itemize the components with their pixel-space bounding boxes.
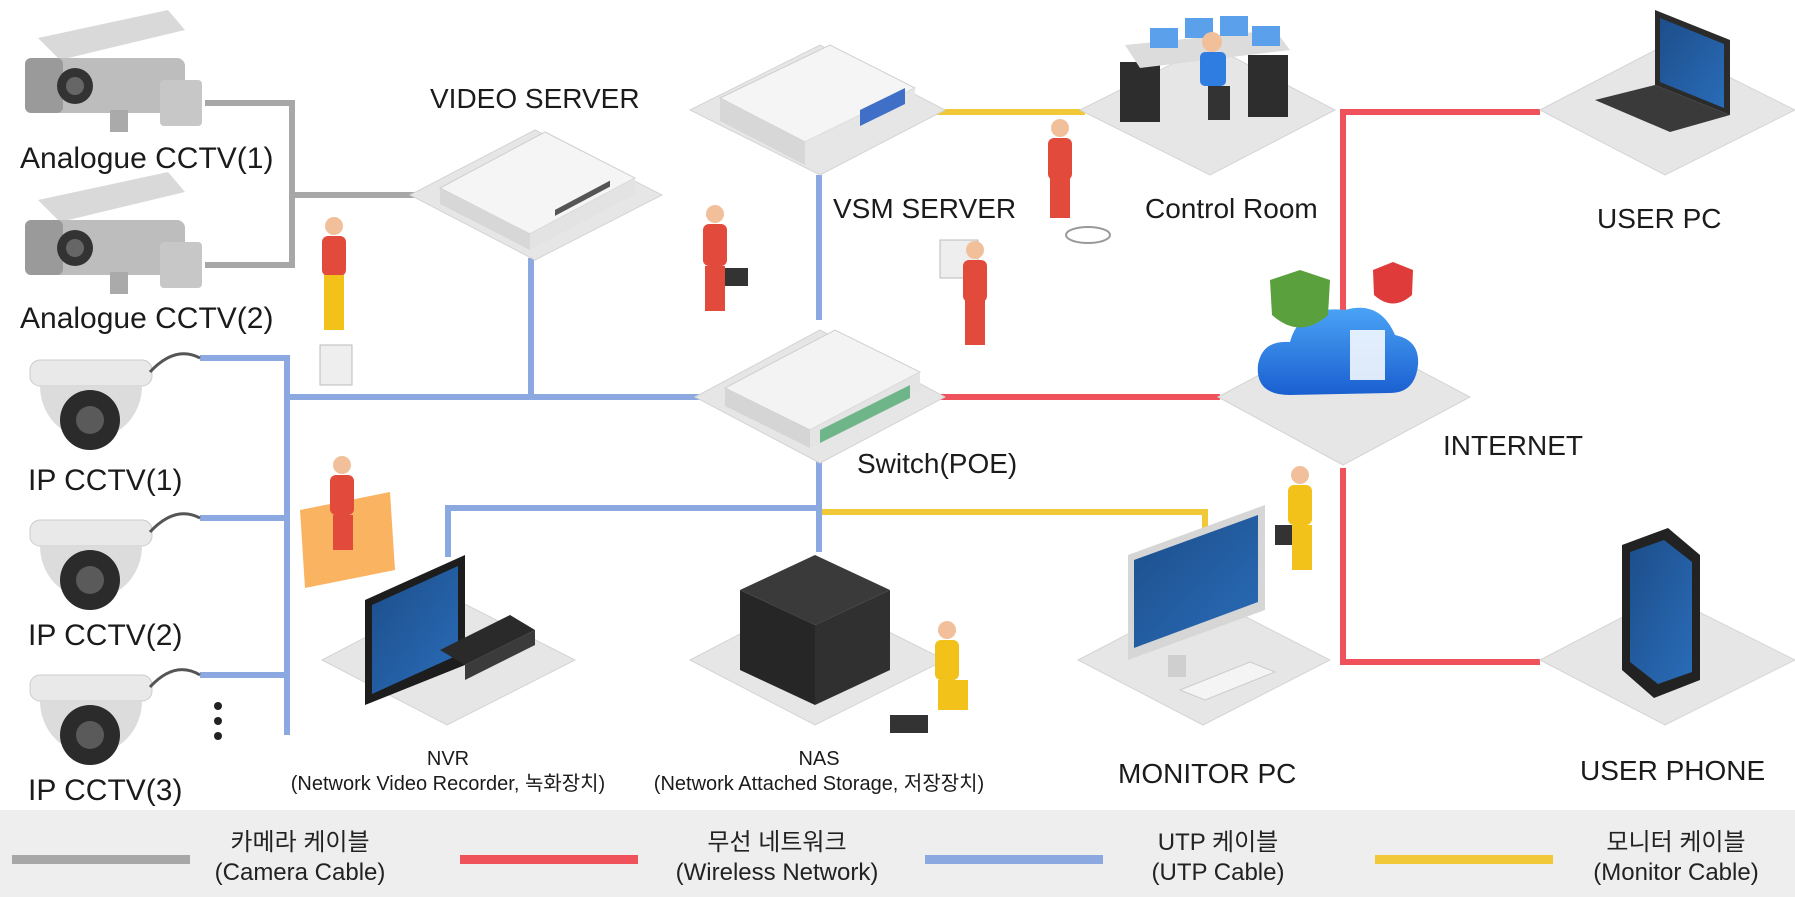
worker-icon xyxy=(1275,466,1312,570)
legend-title: 무선 네트워크 xyxy=(707,829,846,856)
utp-cables xyxy=(200,175,822,735)
legend-sub: (Camera Cable) xyxy=(215,859,386,886)
legend-item-wireless: 무선 네트워크 (Wireless Network) xyxy=(460,829,878,886)
label-ip-cctv-2: IP CCTV(2) xyxy=(28,619,182,652)
dome-camera-icon xyxy=(29,352,201,450)
dome-camera-icon xyxy=(29,512,201,610)
worker-icon xyxy=(319,217,353,386)
worker-icon xyxy=(703,205,748,311)
server-icon xyxy=(718,44,917,165)
legend-swatch xyxy=(460,855,638,864)
legend-swatch xyxy=(12,855,190,864)
server-icon xyxy=(438,131,637,250)
label-video-server: VIDEO SERVER xyxy=(430,83,640,114)
utp-trunk xyxy=(200,355,290,735)
label-analogue-cctv-1: Analogue CCTV(1) xyxy=(20,142,273,175)
wireless-user-pc xyxy=(1340,109,1540,330)
label-ip-cctv-3: IP CCTV(3) xyxy=(28,774,182,807)
wireless-user-phone xyxy=(1340,468,1540,665)
label-user-phone: USER PHONE xyxy=(1580,755,1765,786)
cloud-shield-icon xyxy=(1257,262,1419,395)
nas-icon xyxy=(740,555,890,705)
more-dots xyxy=(214,702,222,740)
dome-camera-icon xyxy=(29,668,201,765)
label-nas: NAS xyxy=(798,748,839,770)
legend-item-monitor-cable: 모니터 케이블 (Monitor Cable) xyxy=(1375,829,1759,886)
worker-icon xyxy=(939,239,987,345)
label-monitor-pc: MONITOR PC xyxy=(1118,758,1296,789)
label-vsm-server: VSM SERVER xyxy=(833,193,1016,224)
label-user-pc: USER PC xyxy=(1597,203,1721,234)
wireless-links xyxy=(940,109,1540,665)
legend-title: 카메라 케이블 xyxy=(230,829,369,856)
monitor-cable-monitor-pc xyxy=(822,509,1208,535)
worker-icon xyxy=(890,621,968,733)
label-internet: INTERNET xyxy=(1443,430,1583,461)
analogue-camera-icon xyxy=(25,10,202,132)
legend-item-camera-cable: 카메라 케이블 (Camera Cable) xyxy=(12,829,385,886)
switch-icon xyxy=(723,329,922,448)
camera-cable-analogue2 xyxy=(205,195,295,268)
label-nvr-desc: (Network Video Recorder, 녹화장치) xyxy=(291,772,605,795)
legend-sub: (Monitor Cable) xyxy=(1593,859,1758,886)
legend-item-utp: UTP 케이블 (UTP Cable) xyxy=(925,829,1284,886)
utp-nvr xyxy=(445,505,819,557)
legend: 카메라 케이블 (Camera Cable) 무선 네트워크 (Wireless… xyxy=(0,810,1795,897)
legend-sub: (Wireless Network) xyxy=(676,859,879,886)
analogue-camera-icon xyxy=(25,172,202,294)
legend-title: 모니터 케이블 xyxy=(1606,829,1745,856)
laptop-icon xyxy=(1595,10,1730,132)
camera-cable-analogue1 xyxy=(205,100,420,198)
legend-title: UTP 케이블 xyxy=(1158,829,1278,856)
label-nvr: NVR xyxy=(427,748,469,770)
nvr-icon xyxy=(365,555,535,705)
label-switch: Switch(POE) xyxy=(857,448,1017,479)
monitor-icon xyxy=(1128,505,1277,701)
legend-swatch xyxy=(925,855,1103,864)
label-ip-cctv-1: IP CCTV(1) xyxy=(28,464,182,497)
operator-icon xyxy=(1120,16,1290,122)
legend-sub: (UTP Cable) xyxy=(1152,859,1285,886)
legend-swatch xyxy=(1375,855,1553,864)
phone-icon xyxy=(1622,528,1700,698)
label-analogue-cctv-2: Analogue CCTV(2) xyxy=(20,302,273,335)
label-control-room: Control Room xyxy=(1145,193,1318,224)
worker-icon xyxy=(1048,119,1111,244)
worker-icon xyxy=(300,456,395,588)
label-nas-desc: (Network Attached Storage, 저장장치) xyxy=(654,772,984,795)
camera-cables xyxy=(205,100,420,268)
